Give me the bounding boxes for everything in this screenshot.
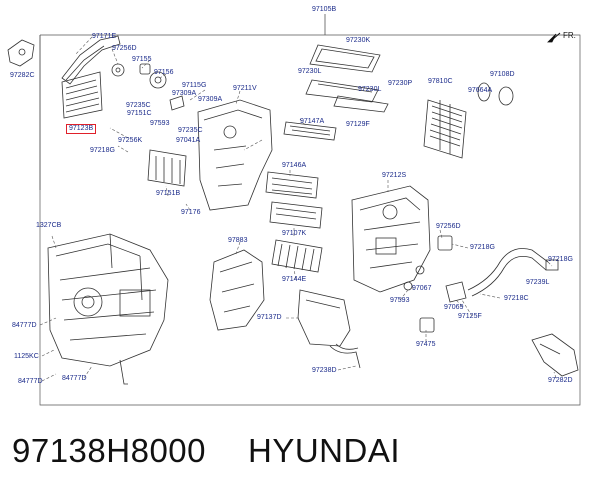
duct-97171e [61,35,121,85]
callout-97238d: 97238D [312,367,337,374]
callout-97144e: 97144E [282,276,307,283]
duct-97883 [209,249,265,331]
door-97146a [265,171,319,199]
callout-97129f: 97129F [346,121,370,128]
callout-97041a: 97041A [176,137,201,144]
callout-97218g-right: 97218G [548,256,573,263]
callout-97230l-1: 97230L [298,68,322,75]
bracket-97282c [7,39,35,67]
gasket-set-97230 [305,44,389,113]
callout-97239l: 97239L [526,279,550,286]
callout-97067: 97067 [412,285,432,292]
callout-97171e: 97171E [92,33,117,40]
callout-97212s: 97212S [382,172,407,179]
callout-97230l-2: 97230L [358,86,382,93]
blower-assembly [47,233,169,385]
callout-97211v: 97211V [233,85,257,92]
callout-97593-bottom: 97593 [390,297,410,304]
callout-84777d-2: 84777D [18,378,43,385]
part-number-caption: 97138H8000 [12,432,207,469]
callout-97309a-1: 97309A [172,90,197,97]
callout-97137d: 97137D [257,314,282,321]
callout-97218g-left: 97218G [90,147,115,154]
housing-97212s [351,185,431,293]
duct-97151b [147,149,187,187]
callout-97256k: 97256K [118,137,143,144]
callout-97810c: 97810C [428,78,453,85]
callout-97108d: 97108D [490,71,515,78]
callout-97883: 97883 [228,237,248,244]
callout-97155: 97155 [132,56,152,63]
callout-97156: 97156 [154,69,174,76]
callout-97218g-mid: 97218G [470,244,495,251]
callout-97256d-top: 97256D [112,45,137,52]
housing-97211v [197,99,273,211]
callout-97256d-right: 97256D [436,223,461,230]
front-marker-label: FR. [563,31,576,40]
small-parts-right [403,265,467,333]
assembly-frame [39,34,581,406]
bracket-97282d [531,333,579,377]
callout-84777d-3: 84777D [62,375,87,382]
callout-97282c: 97282C [10,72,35,79]
callout-97664a: 97664A [468,87,493,94]
door-97107k [269,201,323,229]
callout-97475: 97475 [416,341,436,348]
callout-97230k: 97230K [346,37,371,44]
callout-97235c-1: 97235C [126,102,151,109]
callout-97107k: 97107K [282,230,307,237]
parts-diagram: 97105B 97171E 97256D 97155 97156 97282C … [7,6,581,406]
callout-97146a: 97146A [282,162,307,169]
callout-97069: 97069 [444,304,464,311]
actuators-top [111,63,185,111]
callout-97105b: 97105B [312,6,337,13]
callout-97151b: 97151B [156,190,181,197]
callout-97309a-2: 97309A [198,96,223,103]
brand-caption: HYUNDAI [248,432,401,469]
callout-97176: 97176 [181,209,201,216]
grille-97144e [271,239,323,273]
leader-lines [39,36,557,382]
callout-1327cb: 1327CB [36,222,62,229]
hose-97238d [329,343,361,369]
callout-97125f: 97125F [458,313,482,320]
callout-97123b-highlighted: 97123B [66,124,97,134]
callout-1125kc: 1125KC [14,353,39,360]
callout-97230p: 97230P [388,80,413,87]
callout-97151c: 97151C [127,110,152,117]
case-97137d [297,289,351,347]
callout-97115g: 97115G [182,82,207,89]
callout-97218c: 97218C [504,295,529,302]
pipe-97218g [437,235,559,297]
front-arrow-icon [547,32,561,43]
diagram-drawing [7,14,581,406]
callout-97235c-2: 97235C [178,127,203,134]
evaporator-97810c [423,99,467,159]
filter-97123b [61,71,103,119]
callout-97282d: 97282D [548,377,573,384]
callout-97147a: 97147A [300,118,325,125]
caps-right [477,82,514,106]
callout-97593-top: 97593 [150,120,170,127]
callout-84777d-1: 84777D [12,322,37,329]
door-97147a [283,121,337,141]
